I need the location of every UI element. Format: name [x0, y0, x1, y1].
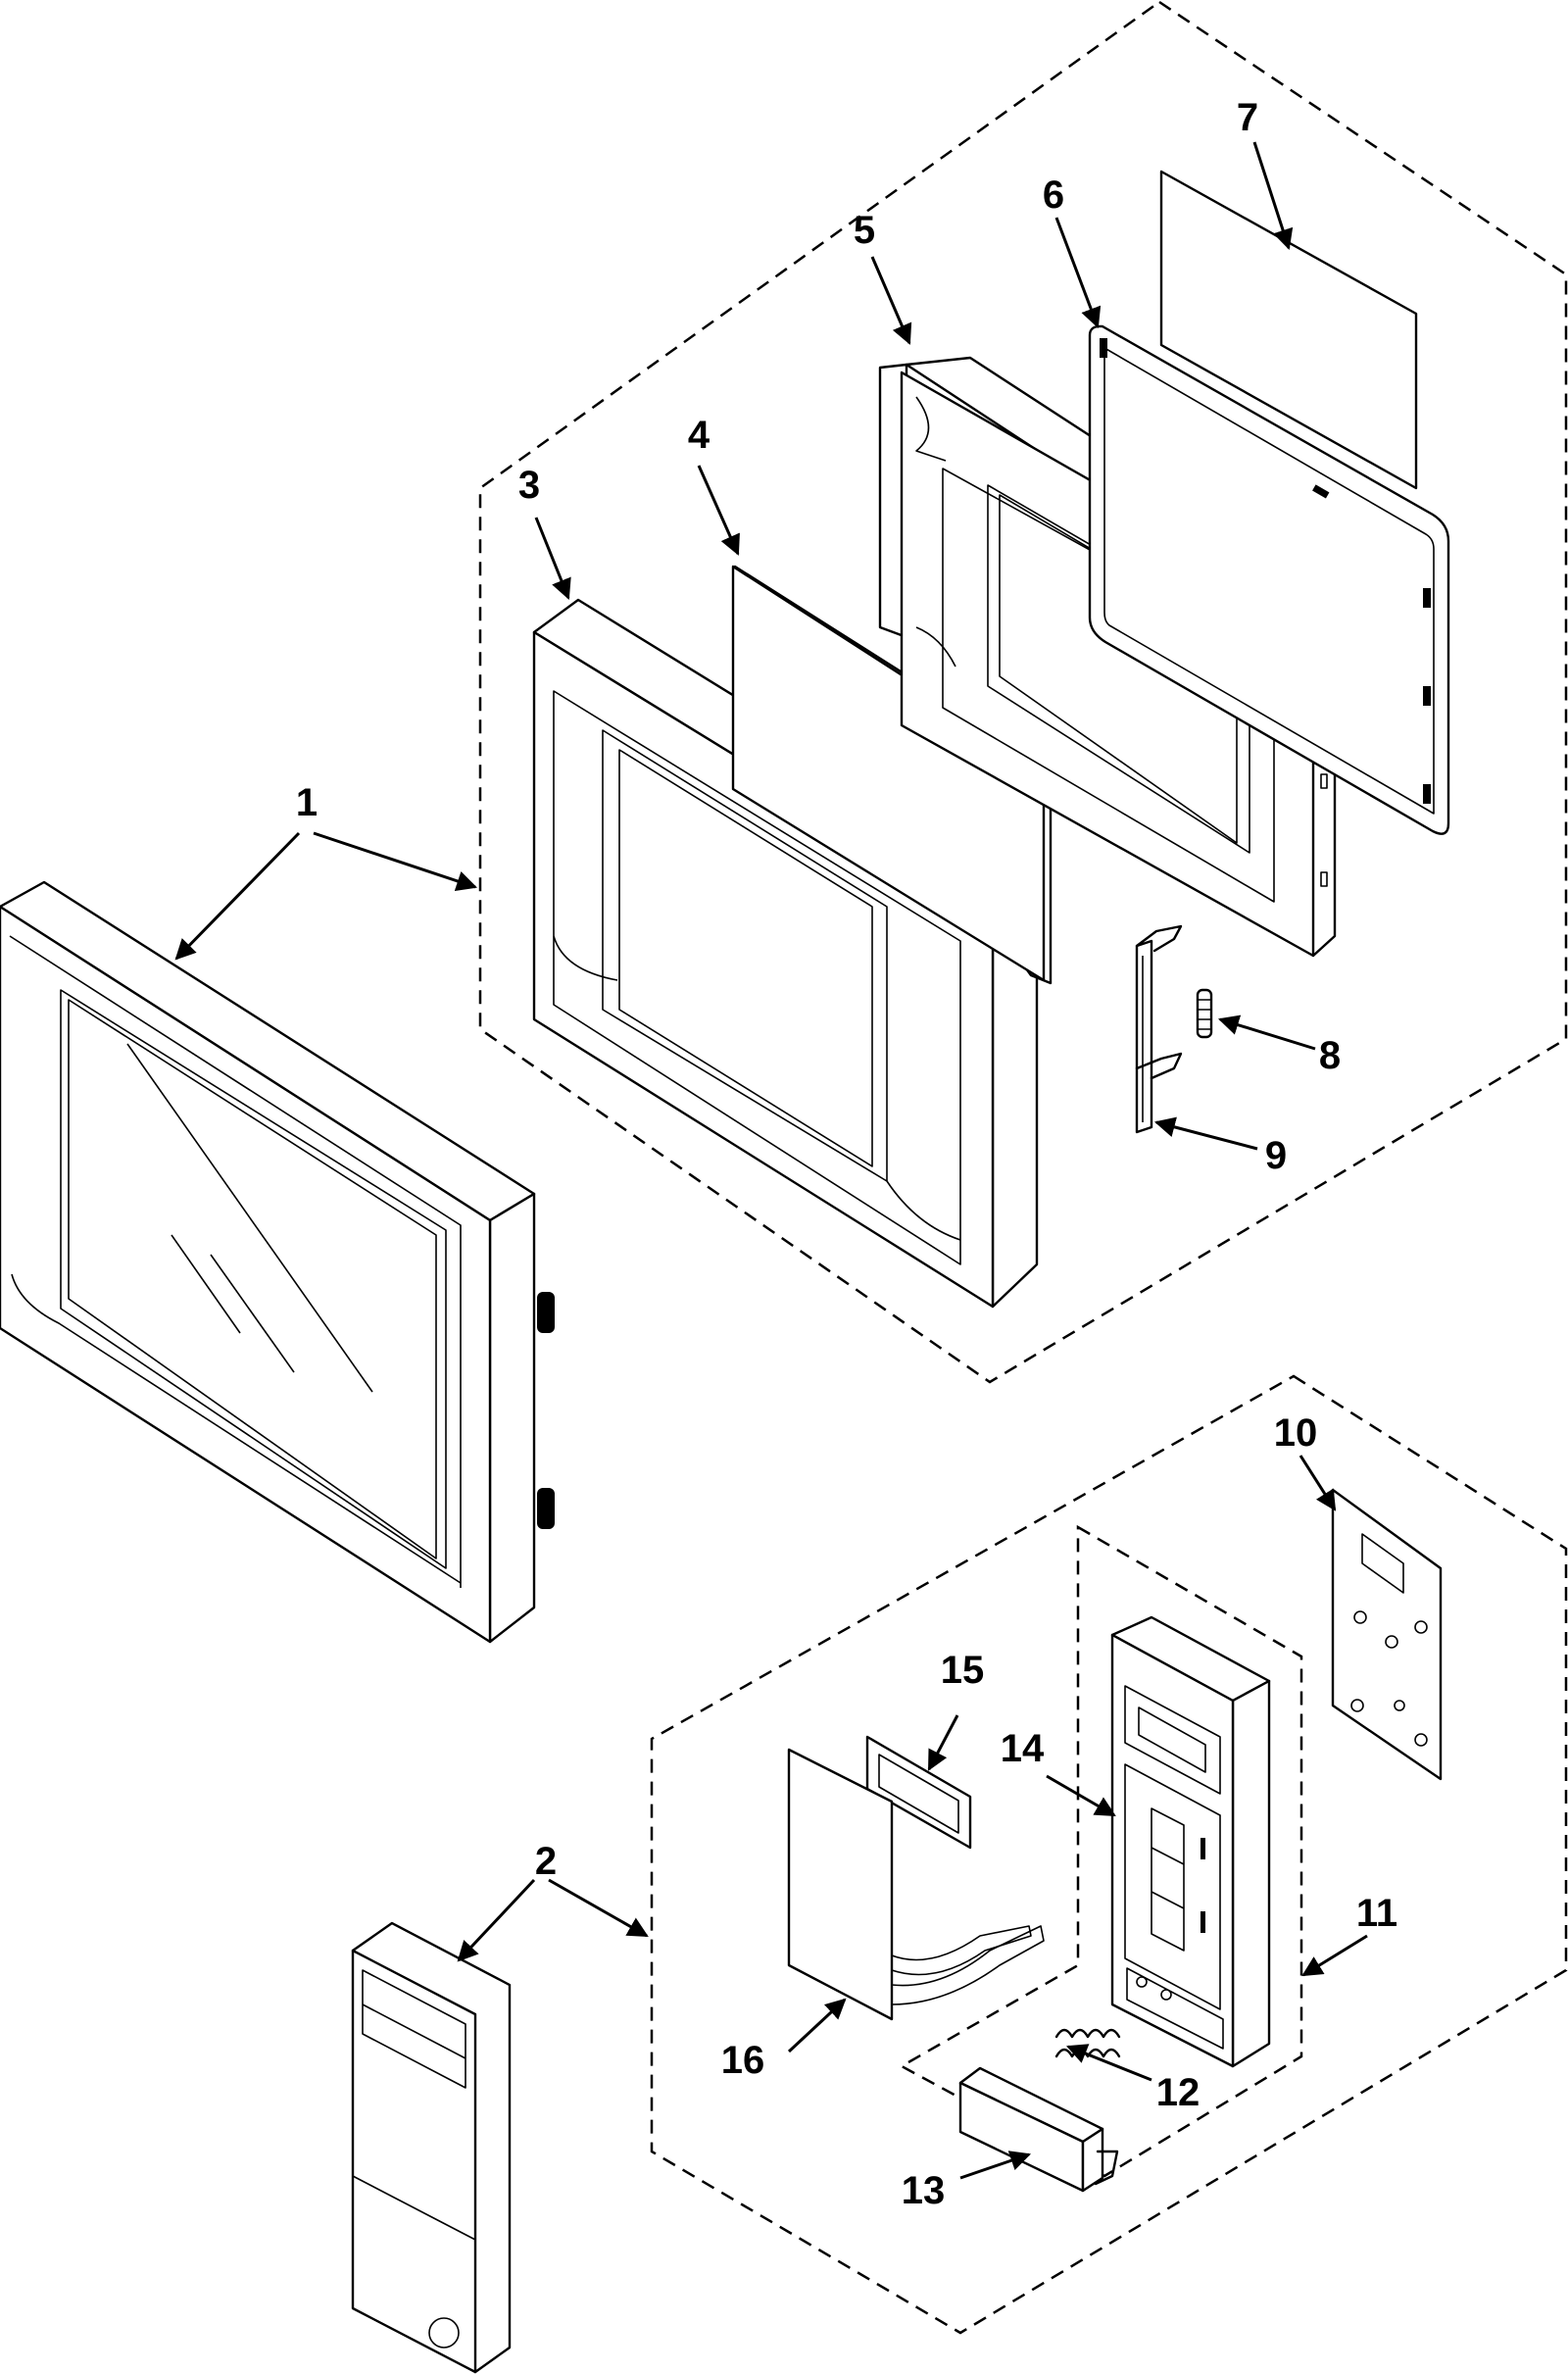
callout-4: 4	[688, 414, 710, 457]
part-13-door-button	[958, 2066, 1119, 2193]
callout-10: 10	[1274, 1411, 1318, 1455]
control-assembly-boundary	[650, 1374, 1568, 2335]
callout-9: 9	[1265, 1134, 1287, 1177]
callout-3: 3	[518, 464, 540, 507]
callout-2: 2	[535, 1840, 557, 1883]
callout-13: 13	[902, 2169, 946, 2212]
callout-8: 8	[1319, 1034, 1341, 1077]
part-8-spring	[1196, 988, 1213, 1039]
door-assembly-boundary	[478, 0, 1568, 1384]
part-10-circuit-board	[1331, 1488, 1443, 1781]
part-2-control-panel-front	[351, 1921, 512, 2374]
callout-14: 14	[1001, 1727, 1045, 1770]
callout-5: 5	[854, 209, 875, 252]
control-panel-subassembly-boundary	[899, 1524, 1303, 2178]
part-9-door-hook	[1135, 924, 1183, 1134]
callout-15: 15	[941, 1649, 985, 1692]
callout-11: 11	[1356, 1892, 1397, 1935]
callout-16: 16	[721, 2039, 765, 2082]
callout-6: 6	[1043, 173, 1064, 217]
part-12-spring	[1054, 2028, 1121, 2058]
part-1-door-front	[0, 880, 555, 1644]
callout-1: 1	[296, 781, 318, 824]
part-15-display-window	[865, 1735, 972, 1850]
part-7-window-screen	[1159, 170, 1418, 490]
part-11-control-panel-housing	[1110, 1615, 1271, 2068]
leader-arrows	[174, 141, 1368, 2180]
part-16-membrane-keypad	[787, 1748, 1045, 2021]
callout-labels: 1 2 3 4 5 6 7 8 9 10 11 12 13 14 15 16	[296, 96, 1397, 2212]
callout-12: 12	[1156, 2071, 1200, 2114]
callout-7: 7	[1237, 96, 1258, 139]
